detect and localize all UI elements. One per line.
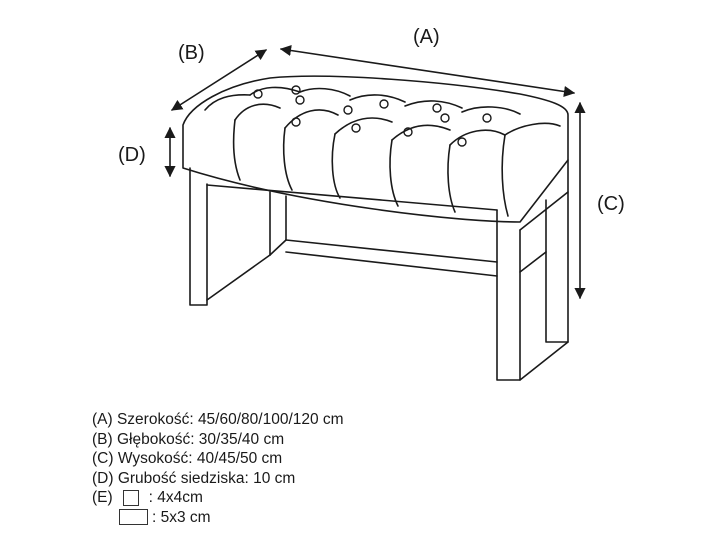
legend-seat-thickness: (D) Grubość siedziska: 10 cm: [92, 469, 296, 487]
bench-frame: [189, 159, 569, 381]
seat-cushion: [182, 75, 569, 223]
label-d: (D): [118, 144, 146, 166]
square-profile-icon: [122, 489, 139, 506]
label-a: (A): [413, 26, 440, 48]
legend-e2: : 5x3 cm: [152, 508, 211, 526]
legend-leg-profile-5x3: : 5x3 cm: [92, 508, 344, 528]
dimension-arrow-b: [171, 49, 267, 111]
legend-e-label: (E): [92, 489, 113, 506]
legend-e1: : 4x4cm: [148, 489, 203, 506]
legend-height: (C) Wysokość: 40/45/50 cm: [92, 450, 283, 467]
label-b: (B): [178, 42, 205, 64]
tuft-buttons: [253, 85, 492, 147]
dimension-arrow-a: [279, 44, 576, 98]
rectangle-profile-icon: [119, 509, 148, 526]
legend-width: (A) Szerokość: 45/60/80/100/120 cm: [92, 411, 344, 428]
legend-depth: (B) Głębokość: 30/35/40 cm: [92, 430, 285, 448]
legend-leg-profile-4x4: (E) : 4x4cm: [92, 488, 344, 508]
label-c: (C): [597, 193, 625, 215]
dimensions-legend: (A) Szerokość: 45/60/80/100/120 cm (B) G…: [92, 410, 344, 527]
